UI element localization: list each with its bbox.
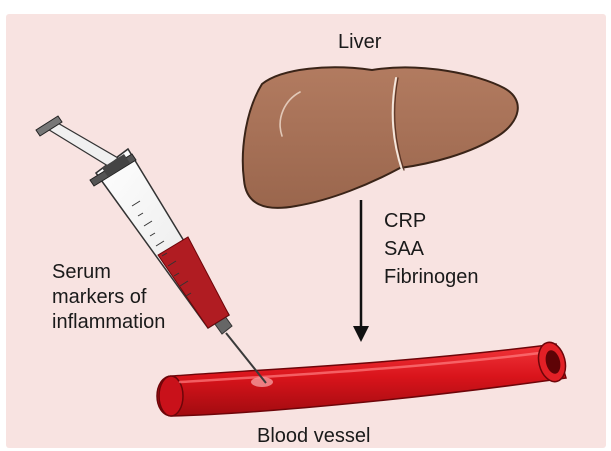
protein-label-fibrinogen: Fibrinogen <box>384 263 479 291</box>
serum-label-line: inflammation <box>52 310 165 335</box>
syringe-icon <box>36 116 266 383</box>
down-arrow-icon <box>353 200 369 342</box>
serum-label-line: Serum <box>52 260 165 285</box>
blood-vessel-label: Blood vessel <box>257 424 370 448</box>
blood-vessel-illustration <box>157 339 569 416</box>
secreted-proteins-list: CRP SAA Fibrinogen <box>384 207 479 291</box>
protein-label-saa: SAA <box>384 235 479 263</box>
serum-label-line: markers of <box>52 285 165 310</box>
protein-label-crp: CRP <box>384 207 479 235</box>
liver-label: Liver <box>338 30 381 54</box>
liver-illustration <box>243 67 518 208</box>
serum-markers-label: Serum markers of inflammation <box>52 260 165 335</box>
